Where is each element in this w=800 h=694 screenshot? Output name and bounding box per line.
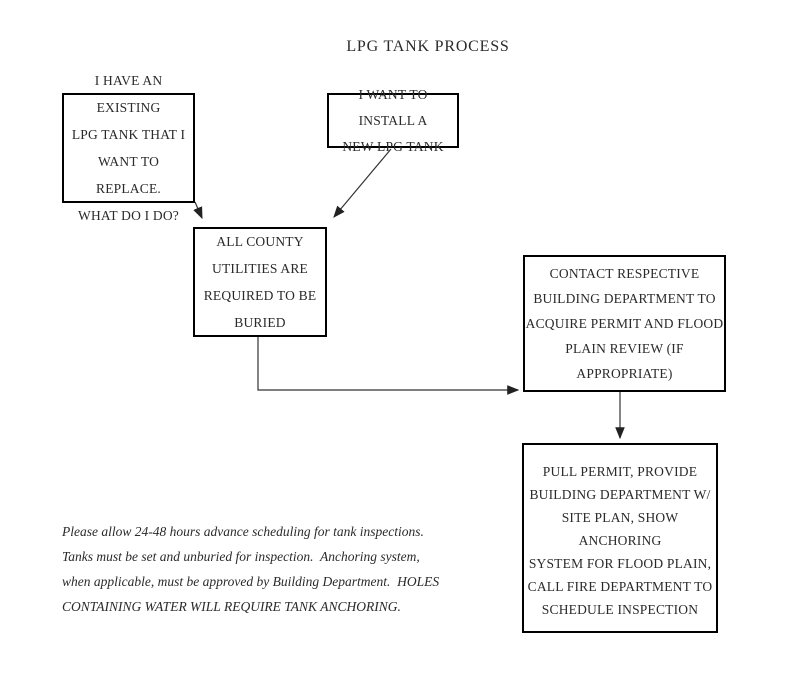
box-text-line: I HAVE AN EXISTING — [94, 73, 163, 115]
box-text-line: BUILDING DEPARTMENT W/ — [529, 487, 711, 502]
box-text-line: I WANT TO INSTALL A — [358, 86, 428, 128]
box-text-line: ACQUIRE PERMIT AND FLOOD — [525, 316, 724, 331]
flow-box-utilities-buried: ALL COUNTY UTILITIES ARE REQUIRED TO BE … — [193, 227, 327, 337]
box-text-line: ALL COUNTY — [216, 234, 304, 249]
flow-box-existing-tank: I HAVE AN EXISTING LPG TANK THAT I WANT … — [62, 73, 195, 223]
box-text-line: BUILDING DEPARTMENT TO — [533, 291, 716, 306]
box-text-line: CALL FIRE DEPARTMENT TO — [527, 579, 713, 594]
note-text-line: Tanks must be set and unburied for inspe… — [62, 549, 420, 564]
note-text-line: when applicable, must be approved by Bui… — [62, 574, 440, 589]
flow-box-pull-permit: PULL PERMIT, PROVIDE BUILDING DEPARTMENT… — [522, 443, 718, 633]
box-text-line: CONTACT RESPECTIVE — [549, 266, 700, 281]
box-text-line: WANT TO REPLACE. — [96, 154, 161, 196]
page-title: LPG TANK PROCESS — [346, 38, 510, 55]
box-text-line: LPG TANK THAT I — [71, 127, 186, 142]
box-text-line: BURIED — [234, 315, 286, 330]
box-text-line: SCHEDULE INSPECTION — [541, 602, 699, 617]
arrow-existing-to-buried — [193, 201, 203, 220]
box-text-line: SITE PLAN, SHOW ANCHORING — [561, 510, 679, 548]
arrow-buried-to-contact — [257, 337, 520, 395]
box-text-line: SYSTEM FOR FLOOD PLAIN, — [528, 556, 712, 571]
note-text-line: Please allow 24-48 hours advance schedul… — [62, 524, 424, 539]
box-text-line: NEW LPG TANK — [342, 138, 444, 154]
box-text-line: PLAIN REVIEW (IF — [565, 341, 684, 356]
box-text-line: APPROPRIATE) — [576, 366, 673, 381]
box-text-line: UTILITIES ARE — [212, 261, 308, 276]
inspection-note: Please allow 24-48 hours advance schedul… — [62, 519, 439, 619]
note-text-line: CONTAINING WATER WILL REQUIRE TANK ANCHO… — [62, 599, 401, 614]
box-text-line: REQUIRED TO BE — [203, 288, 317, 303]
box-text-line: PULL PERMIT, PROVIDE — [542, 464, 698, 479]
flow-box-install-new-tank: I WANT TO INSTALL A NEW LPG TANK — [327, 87, 459, 154]
flow-box-contact-building-dept: CONTACT RESPECTIVE BUILDING DEPARTMENT T… — [523, 255, 726, 392]
arrow-install-to-buried — [333, 148, 392, 218]
box-text-line: WHAT DO I DO? — [78, 208, 179, 223]
